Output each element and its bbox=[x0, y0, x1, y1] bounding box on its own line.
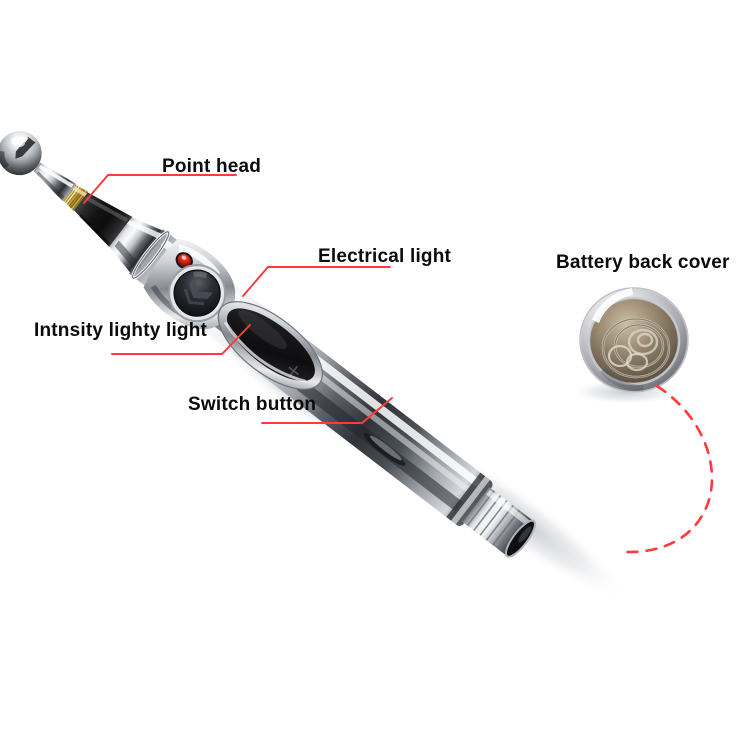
threaded-tail bbox=[446, 472, 536, 558]
callout-label-point-head: Point head bbox=[162, 156, 262, 177]
leader-electrical-light bbox=[242, 266, 391, 297]
pen-neck bbox=[108, 216, 168, 278]
collar-ring bbox=[131, 230, 171, 280]
callout-label-switch-button: Switch button bbox=[188, 394, 317, 415]
leader-intensity bbox=[111, 324, 251, 355]
callout-label-battery-back-cover: Battery back cover bbox=[556, 252, 730, 273]
electrical-light-led bbox=[175, 252, 193, 269]
callout-label-intensity-light: Intnsity lighty light bbox=[34, 320, 208, 341]
switch-plus-marking bbox=[288, 365, 299, 377]
callout-leader-lines bbox=[83, 174, 393, 424]
gold-ring bbox=[62, 183, 89, 211]
battery-cover-connector-arc bbox=[623, 384, 714, 554]
point-head-ball bbox=[0, 131, 42, 176]
pen-grip bbox=[72, 191, 133, 247]
pen-taper bbox=[33, 162, 77, 202]
leader-switch bbox=[261, 397, 393, 424]
leader-point-head bbox=[83, 174, 237, 204]
callout-label-electrical-light: Electrical light bbox=[318, 246, 452, 267]
battery-back-cover-part bbox=[579, 287, 689, 393]
